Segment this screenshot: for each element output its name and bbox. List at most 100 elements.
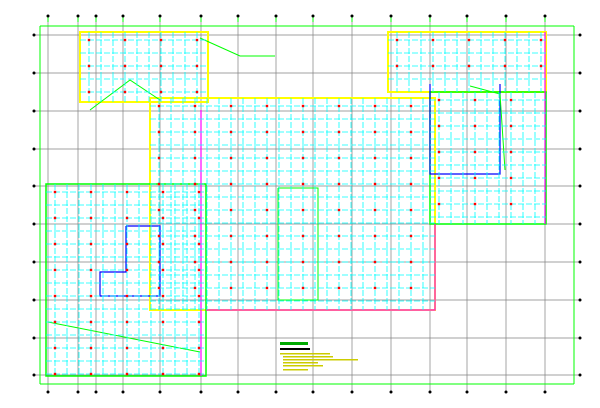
column [337, 286, 341, 290]
diagonal-line-2 [469, 85, 506, 171]
axis-bubble [578, 33, 582, 37]
column [229, 156, 233, 160]
column [161, 320, 165, 324]
opening-center [277, 187, 319, 301]
column [301, 260, 305, 264]
axis-bubble [504, 390, 508, 394]
axis-bubble [94, 390, 98, 394]
column [373, 156, 377, 160]
column [197, 346, 201, 350]
column [229, 182, 233, 186]
axis-bubble [121, 14, 125, 18]
axis-bubble [274, 390, 278, 394]
axis-bubble [32, 222, 36, 226]
column [157, 182, 161, 186]
column [431, 64, 435, 68]
column [89, 372, 93, 376]
axis-bubble [32, 260, 36, 264]
column [193, 130, 197, 134]
column [265, 234, 269, 238]
column [195, 90, 199, 94]
axis-bubble [121, 390, 125, 394]
column [509, 98, 513, 102]
axis-bubble [158, 390, 162, 394]
opening-right [429, 84, 501, 175]
column [229, 260, 233, 264]
column [437, 124, 441, 128]
column [337, 130, 341, 134]
central-block [149, 97, 436, 311]
axis-bubble [578, 71, 582, 75]
axis-bubble [578, 373, 582, 377]
note-line [283, 359, 358, 361]
axis-bubble [465, 390, 469, 394]
axis-bubble [32, 336, 36, 340]
column [193, 234, 197, 238]
column [89, 294, 93, 298]
column [125, 216, 129, 220]
column [337, 208, 341, 212]
column [193, 182, 197, 186]
note-line [283, 356, 333, 358]
column [53, 372, 57, 376]
column [539, 38, 543, 42]
column [509, 150, 513, 154]
column [195, 64, 199, 68]
axis-bubble [578, 260, 582, 264]
column [301, 104, 305, 108]
column [373, 234, 377, 238]
column [373, 182, 377, 186]
axis-grid [32, 14, 582, 394]
column [159, 38, 163, 42]
column [157, 156, 161, 160]
column [229, 234, 233, 238]
axis-bubble [274, 14, 278, 18]
column [431, 38, 435, 42]
axis-bubble [32, 298, 36, 302]
column [89, 190, 93, 194]
column [161, 346, 165, 350]
axis-bubble [578, 147, 582, 151]
axis-bubble [32, 33, 36, 37]
column [265, 104, 269, 108]
column [301, 286, 305, 290]
column [125, 320, 129, 324]
column [53, 294, 57, 298]
column [125, 268, 129, 272]
column [123, 64, 127, 68]
column [229, 286, 233, 290]
axis-bubble [543, 14, 547, 18]
axis-bubble [350, 14, 354, 18]
column [337, 104, 341, 108]
column [265, 182, 269, 186]
axis-bubble [578, 298, 582, 302]
title-text [280, 342, 308, 345]
diagonal-line-4 [199, 37, 275, 57]
column [89, 320, 93, 324]
column [539, 64, 543, 68]
column [125, 346, 129, 350]
axis-bubble [428, 14, 432, 18]
column [337, 156, 341, 160]
column [53, 346, 57, 350]
title-underline [280, 348, 310, 350]
axis-bubble [428, 390, 432, 394]
axis-bubble [32, 71, 36, 75]
column [301, 130, 305, 134]
column [337, 234, 341, 238]
column [87, 64, 91, 68]
axis-bubble [32, 109, 36, 113]
column [89, 268, 93, 272]
column [229, 104, 233, 108]
axis-bubble [578, 109, 582, 113]
column [395, 64, 399, 68]
column [395, 38, 399, 42]
column [437, 176, 441, 180]
column [89, 346, 93, 350]
axis-bubble [389, 14, 393, 18]
columns [53, 38, 543, 376]
column [509, 176, 513, 180]
wing-top-left [79, 31, 209, 103]
axis-bubble [32, 147, 36, 151]
